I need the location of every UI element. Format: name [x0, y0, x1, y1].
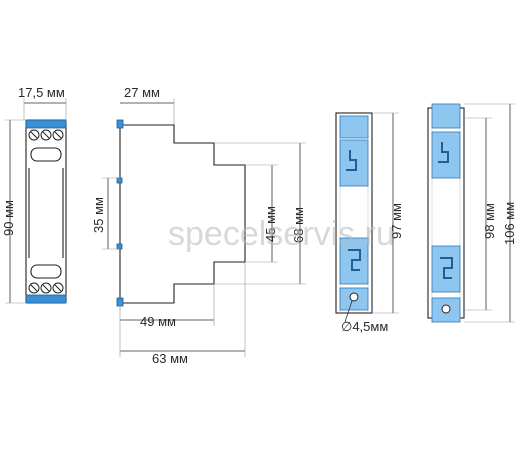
front-width-label: 17,5 мм	[18, 85, 65, 100]
mount-left-top-clip	[339, 115, 369, 139]
front-top-slot	[30, 147, 62, 162]
mount-right-hole	[441, 304, 451, 314]
side-rail-notch-top	[116, 177, 123, 184]
watermark: specelservis.ru	[168, 215, 395, 253]
mount-left-bottom-spring	[348, 249, 361, 271]
side-view: 27 мм 35 мм 45 мм 68 мм 49 мм 63 мм	[91, 85, 306, 366]
mount-left-frame	[335, 112, 373, 314]
mount-left-hole	[349, 292, 359, 302]
side-depth-mid-label: 49 мм	[140, 314, 176, 329]
mount-right-inner-label: 98 мм	[482, 203, 497, 239]
side-depth-total-label: 63 мм	[152, 351, 188, 366]
mount-right-bottom-spring	[440, 257, 453, 279]
side-rail-notch-bottom	[116, 243, 123, 250]
front-height-label: 90 мм	[1, 200, 16, 236]
front-view: 17,5 мм 90 мм	[1, 85, 67, 304]
side-depth-top-label: 27 мм	[124, 85, 160, 100]
mount-right-top-clip	[431, 103, 461, 129]
mount-right-top-spring	[438, 142, 449, 163]
side-height-label: 68 мм	[291, 207, 306, 243]
front-top-terminals	[28, 129, 64, 141]
front-bottom-terminals	[28, 282, 64, 294]
side-rail-label: 35 мм	[91, 197, 106, 233]
side-housing-outline	[119, 124, 246, 304]
mount-left-height-label: 97 мм	[389, 203, 404, 239]
mount-right-top-latch	[431, 131, 461, 179]
side-top-clip	[116, 119, 124, 129]
side-step-label: 45 мм	[263, 206, 278, 242]
front-bottom-slot	[30, 264, 62, 279]
front-top-cap	[25, 119, 67, 129]
hole-diameter-label: ∅4,5мм	[341, 319, 388, 334]
mount-view-right: 98 мм 106 мм	[427, 103, 516, 323]
mount-right-outer-label: 106 мм	[502, 202, 516, 245]
front-bottom-cap	[25, 294, 67, 304]
mount-left-top-latch	[339, 139, 369, 187]
mount-view-left: 97 мм ∅4,5мм	[335, 112, 404, 334]
mount-left-top-spring	[346, 150, 357, 171]
hole-leader-line	[344, 300, 353, 323]
